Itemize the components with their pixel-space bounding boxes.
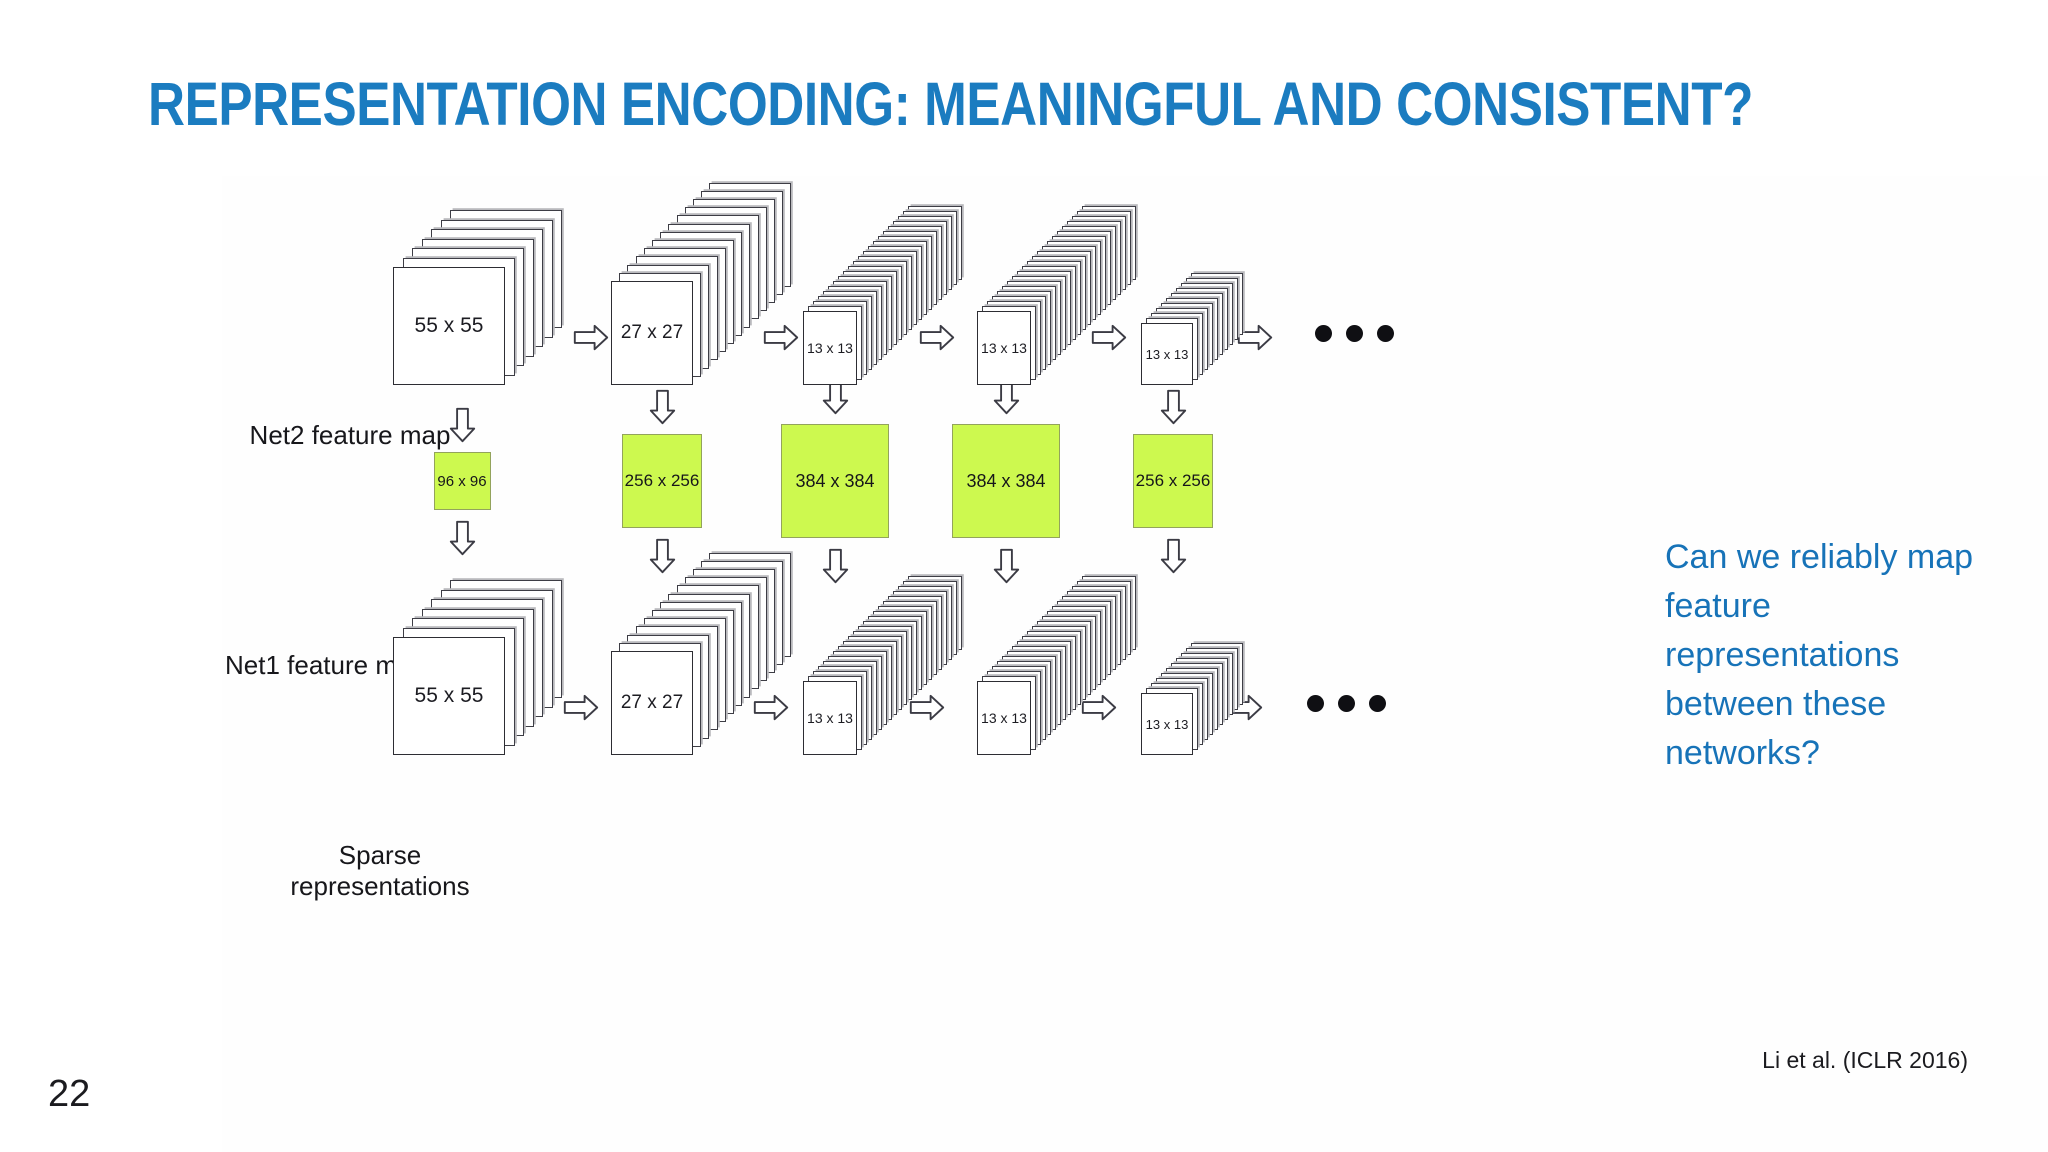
sparse-representation-box-2: 256 x 256 xyxy=(622,434,702,528)
net1-flow-arrow-3 xyxy=(919,323,955,352)
sparse-representation-box-5: 256 x 256 xyxy=(1133,434,1213,528)
feature-map-label: 13 x 13 xyxy=(981,710,1027,726)
feature-map-front-sheet: 13 x 13 xyxy=(1141,693,1193,755)
page-title: REPRESENTATION ENCODING: MEANINGFUL AND … xyxy=(148,70,1754,138)
row-label-sparse-representations: Sparse representations xyxy=(290,840,470,901)
page-number: 22 xyxy=(48,1073,91,1115)
sparse-representation-box-4: 384 x 384 xyxy=(952,424,1060,538)
net1-flow-arrow-2 xyxy=(763,323,799,352)
sparse-representation-box-3: 384 x 384 xyxy=(781,424,889,538)
net2-ellipsis xyxy=(1307,695,1386,712)
ellipsis-dot xyxy=(1346,325,1363,342)
net1-flow-arrow-4 xyxy=(1091,323,1127,352)
feature-map-front-sheet: 27 x 27 xyxy=(611,281,693,385)
ellipsis-dot xyxy=(1307,695,1324,712)
ellipsis-dot xyxy=(1338,695,1355,712)
feature-map-front-sheet: 13 x 13 xyxy=(977,681,1031,755)
ellipsis-dot xyxy=(1315,325,1332,342)
feature-map-front-sheet: 55 x 55 xyxy=(393,267,505,385)
net2-flow-arrow-3 xyxy=(909,693,945,722)
encode-arrow-5 xyxy=(1159,389,1188,425)
encode-arrow-2 xyxy=(648,389,677,425)
feature-map-front-sheet: 13 x 13 xyxy=(1141,323,1193,385)
net2-flow-arrow-4 xyxy=(1081,693,1117,722)
decode-arrow-3 xyxy=(821,548,850,584)
row-label-net2: Net2 feature map xyxy=(249,420,451,450)
feature-map-front-sheet: 13 x 13 xyxy=(803,681,857,755)
sparse-representation-label: 384 x 384 xyxy=(795,470,875,491)
sparse-representation-box-1: 96 x 96 xyxy=(433,452,491,510)
feature-map-front-sheet: 13 x 13 xyxy=(803,311,857,385)
ellipsis-dot xyxy=(1369,695,1386,712)
decode-arrow-2 xyxy=(648,538,677,574)
feature-map-label: 13 x 13 xyxy=(981,340,1027,356)
feature-map-front-sheet: 13 x 13 xyxy=(977,311,1031,385)
decode-arrow-4 xyxy=(992,548,1021,584)
feature-map-label: 27 x 27 xyxy=(620,692,684,713)
feature-map-front-sheet: 27 x 27 xyxy=(611,651,693,755)
sparse-representation-label: 96 x 96 xyxy=(437,472,487,490)
encode-arrow-1 xyxy=(448,407,477,443)
net1-flow-arrow-5 xyxy=(1237,323,1273,352)
sparse-representation-label: 256 x 256 xyxy=(624,471,700,490)
feature-map-front-sheet: 55 x 55 xyxy=(393,637,505,755)
feature-map-label: 55 x 55 xyxy=(414,684,484,707)
feature-map-label: 13 x 13 xyxy=(807,340,853,356)
feature-map-label: 13 x 13 xyxy=(1145,716,1189,732)
sparse-representation-label: 384 x 384 xyxy=(966,470,1046,491)
net1-ellipsis xyxy=(1315,325,1394,342)
architecture-diagram: Net1 feature map Sparse representations … xyxy=(225,182,1625,1005)
net2-flow-arrow-1 xyxy=(563,693,599,722)
ellipsis-dot xyxy=(1377,325,1394,342)
feature-map-label: 13 x 13 xyxy=(1145,346,1189,362)
side-question-text: Can we reliably map feature representati… xyxy=(1665,538,1974,772)
net2-flow-arrow-2 xyxy=(753,693,789,722)
decode-arrow-1 xyxy=(448,520,477,556)
sparse-representation-label: 256 x 256 xyxy=(1135,471,1211,490)
feature-map-label: 13 x 13 xyxy=(807,710,853,726)
net1-flow-arrow-1 xyxy=(573,323,609,352)
feature-map-label: 55 x 55 xyxy=(414,314,484,337)
feature-map-label: 27 x 27 xyxy=(620,322,684,343)
decode-arrow-5 xyxy=(1159,538,1188,574)
citation: Li et al. (ICLR 2016) xyxy=(1762,1047,1968,1073)
